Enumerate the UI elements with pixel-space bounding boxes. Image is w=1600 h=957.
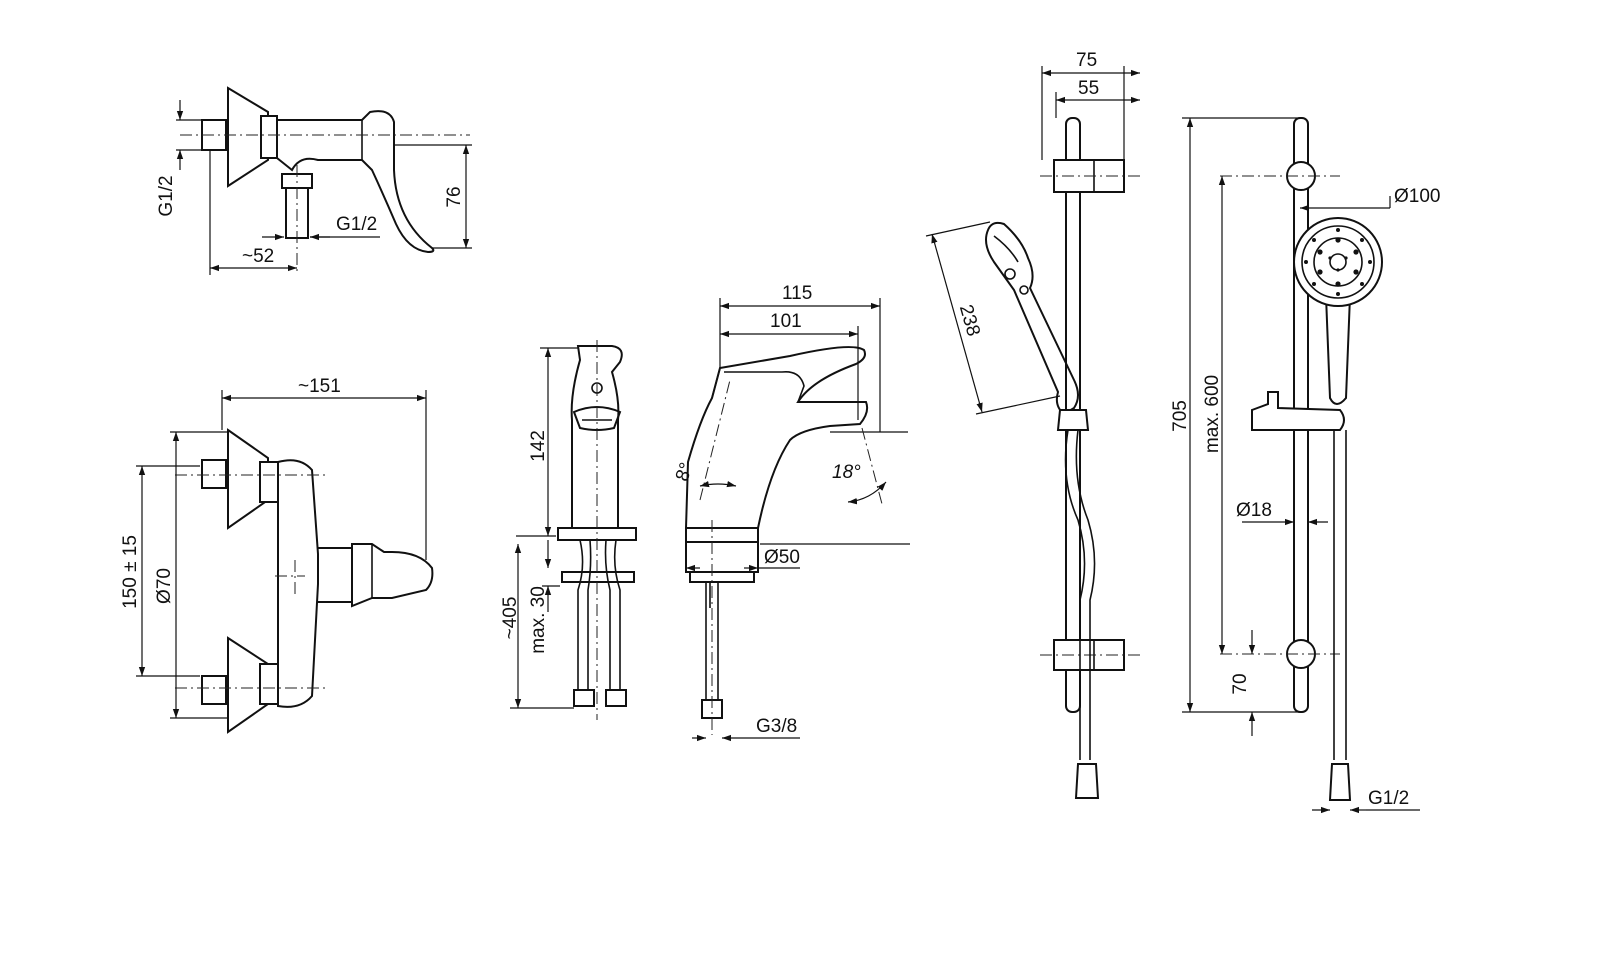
hose-connector-side <box>1074 763 1100 799</box>
fixing-plate <box>561 571 635 583</box>
aerator-front <box>572 406 622 431</box>
mixer-body-side <box>276 110 435 254</box>
basin-body-side <box>684 346 869 529</box>
approx-151-label: ~151 <box>298 376 341 397</box>
dimensions-view1: G1/2 G1/2 ~52 76 <box>156 100 472 275</box>
dimensions-view3: 142 ~405 max. 30 <box>500 347 578 709</box>
wall-flange <box>227 86 269 188</box>
max-600-label: max. 600 <box>1202 375 1223 453</box>
approx-405-label: ~405 <box>500 597 521 640</box>
dim-142-label: 142 <box>528 430 549 462</box>
hose-side <box>1064 429 1086 760</box>
dia-50-label: Ø50 <box>764 547 800 568</box>
hand-shower-side <box>985 221 1079 416</box>
shower-mixer-side-view <box>180 86 470 275</box>
dim-70-label: 70 <box>1230 673 1251 694</box>
dimensions-view4: 115 101 8° 18° Ø50 G3/8 <box>672 283 887 742</box>
max-30-label: max. 30 <box>528 586 549 654</box>
spray-nozzles <box>1304 228 1372 296</box>
dia-70-label: Ø70 <box>154 568 175 604</box>
inlet-upper <box>201 459 227 489</box>
basin-mixer-front-view <box>557 340 637 720</box>
hose-connector-front <box>1328 763 1352 801</box>
flex-hose-right <box>604 539 611 690</box>
slider-holder-side <box>1056 409 1090 431</box>
mixer-body-top <box>277 459 319 708</box>
dim-76-label: 76 <box>444 186 465 207</box>
dim-101-label: 101 <box>770 311 802 332</box>
hose-nut-right <box>605 689 627 707</box>
shower-rail-side-view <box>985 117 1140 799</box>
cartridge-collar <box>318 547 353 603</box>
angle-18-label: 18° <box>832 462 861 483</box>
dim-150-label: 150 ± 15 <box>120 535 141 609</box>
dim-75-label: 75 <box>1076 50 1097 71</box>
dia-100-label: Ø100 <box>1394 186 1440 207</box>
angle-8-label: 8° <box>672 460 698 484</box>
basin-mixer-side-view <box>684 346 910 735</box>
angle-line <box>699 379 731 501</box>
g12-bottom-label: G1/2 <box>1368 788 1409 809</box>
g12-top-label: G1/2 <box>336 214 377 235</box>
jet-line <box>861 427 883 505</box>
nut-upper <box>259 461 279 503</box>
slider-front <box>1251 391 1345 431</box>
handle-front <box>1325 295 1351 405</box>
dim-55-label: 55 <box>1078 78 1099 99</box>
lever-top <box>351 543 434 608</box>
dim-115-label: 115 <box>782 283 812 304</box>
shower-mixer-top-view <box>175 428 434 734</box>
inlet-lower <box>201 675 227 705</box>
hose-nut-left <box>573 689 595 707</box>
dim-238-label: 238 <box>955 302 984 338</box>
nut-lower <box>259 663 279 705</box>
flex-hose-left <box>577 539 584 690</box>
union-nut <box>260 115 278 159</box>
dimensions-view2: ~151 150 ± 15 Ø70 <box>120 376 427 719</box>
g12-top-vertical-label: G1/2 <box>156 175 177 216</box>
fixing-nut-side <box>689 571 755 583</box>
shower-rail-front-view <box>1220 117 1383 801</box>
approx-52-label: ~52 <box>242 246 274 267</box>
basin-body-front <box>570 345 623 529</box>
g38-label: G3/8 <box>756 716 797 737</box>
dimensions-view5: 75 55 238 <box>925 50 1140 415</box>
base-plate-side <box>685 527 759 543</box>
dia-18-label: Ø18 <box>1236 500 1272 521</box>
dim-705-label: 705 <box>1170 400 1191 432</box>
dimensions-view6: 705 max. 600 70 Ø100 Ø18 G1/2 <box>1170 117 1440 814</box>
